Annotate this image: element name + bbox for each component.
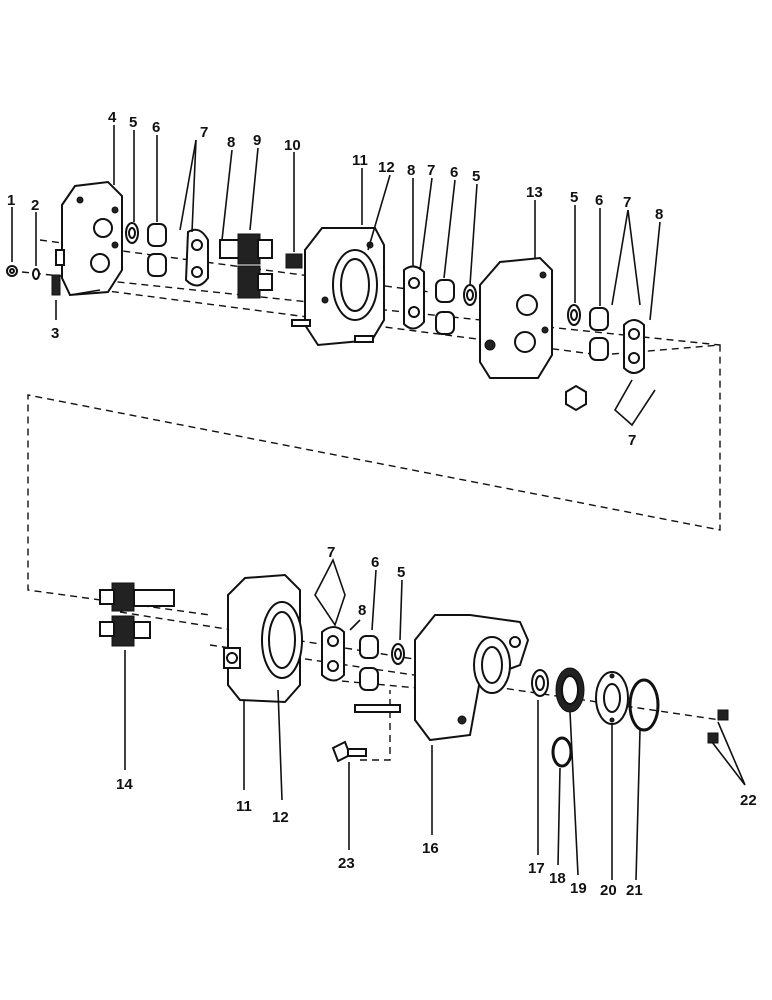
label-11b: 11 [236,798,252,815]
part-5c-seal-ring [567,304,581,326]
part-17-seal [531,669,549,697]
part-2-washer [32,268,40,280]
label-14: 14 [116,776,133,793]
label-5a: 5 [129,114,137,131]
label-5c: 5 [570,189,578,206]
label-7a: 7 [200,124,208,141]
label-8c: 8 [655,206,663,223]
part-4-cover [55,180,123,297]
part-11b-housing [223,573,303,704]
part-20-bearing [595,671,629,725]
part-5b-seal-ring [463,284,477,306]
label-9: 9 [253,132,261,149]
label-12a: 12 [378,159,395,176]
part-6c-bushings [589,307,609,361]
label-6c: 6 [595,192,603,209]
label-11a: 11 [352,152,368,169]
label-6b: 6 [450,164,458,181]
part-16-mount-flange [414,614,530,742]
callout-labels: 1 2 3 4 5 6 7 8 9 10 11 12 8 7 6 5 13 5 … [7,109,757,899]
label-8a: 8 [227,134,235,151]
label-7c: 7 [623,194,631,211]
part-7-8-seal-plate [184,228,209,287]
label-23: 23 [338,855,355,872]
label-12b: 12 [272,809,289,826]
part-14-gear-shafts [99,582,175,647]
label-16: 16 [422,840,439,857]
part-18-oring [551,736,573,768]
label-5b: 5 [472,168,480,185]
part-6-bushings [147,223,167,277]
part-8d-seal-plate [321,626,345,682]
label-22: 22 [740,792,757,809]
label-4: 4 [108,109,117,126]
label-18: 18 [549,870,566,887]
label-7d: 7 [628,432,636,449]
label-20: 20 [600,882,617,899]
label-10: 10 [284,137,301,154]
part-23-bolt [331,740,367,763]
label-7b: 7 [427,162,435,179]
part-nut-small [565,384,587,412]
part-11-housing-top [291,227,385,347]
label-7e: 7 [327,544,335,561]
part-6b-bushings [435,279,455,335]
part-8b-seal-plate [403,265,425,330]
label-3: 3 [51,325,59,342]
label-13: 13 [526,184,543,201]
label-8d: 8 [358,602,366,619]
part-dowel-pin [354,704,401,713]
label-1: 1 [7,192,15,209]
part-5d-seal-ring [391,643,405,665]
label-2: 2 [31,197,39,214]
label-6d: 6 [371,554,379,571]
label-5d: 5 [397,564,405,581]
part-3-stud [51,274,61,296]
label-8b: 8 [407,162,415,179]
label-19: 19 [570,880,587,897]
part-1-nut [6,265,18,277]
part-7c-8c-seal-plate [623,319,645,374]
leader-lines [11,125,746,881]
part-13-housing [479,256,553,379]
part-19-spring [555,667,585,713]
label-6a: 6 [152,119,160,136]
part-9-gear-set [219,233,273,299]
part-5-seal-ring [125,222,139,244]
part-10-key [285,253,303,269]
part-6d-bushings [359,635,379,691]
part-21-snap-ring [628,678,660,732]
label-17: 17 [528,860,545,877]
label-21: 21 [626,882,643,899]
